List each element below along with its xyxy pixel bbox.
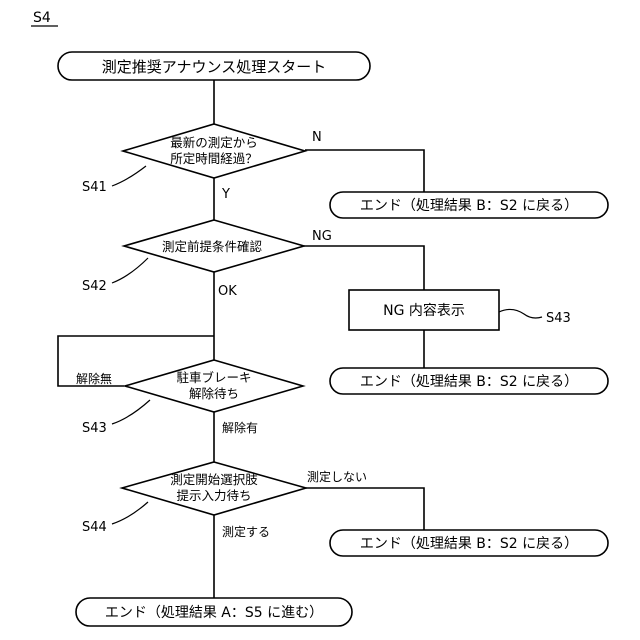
decision-measure-choice-line2: 提示入力待ち — [176, 488, 251, 503]
end-terminal-2-label: エンド（処理結果 B：S2 に戻る） — [360, 374, 578, 390]
leader-s43 — [112, 400, 150, 424]
edge-label-d2-ok: OK — [218, 284, 237, 299]
decision-elapsed-time-line2: 所定時間経過？ — [170, 151, 258, 166]
figure-label: S4 — [33, 10, 51, 26]
start-terminal-label: 測定推奨アナウンス処理スタート — [102, 58, 326, 76]
edge-label-d4-no: 測定しない — [307, 469, 367, 484]
step-label-s41: S41 — [82, 180, 107, 195]
end-terminal-final-label: エンド（処理結果 A：S5 に進む） — [105, 605, 323, 621]
leader-s41 — [112, 166, 146, 186]
edge-label-d3-yes: 解除有 — [222, 420, 258, 435]
edge-d2-ngbox — [304, 246, 424, 290]
leader-s44 — [112, 502, 148, 524]
step-label-s43-box: S43 — [546, 311, 571, 326]
edge-d1-end1 — [305, 150, 424, 192]
edge-label-d4-yes: 測定する — [222, 524, 270, 539]
ng-content-box-label: NG 内容表示 — [383, 302, 465, 319]
edge-label-d1-yes: Y — [221, 187, 230, 202]
decision-measure-choice-line1: 測定開始選択肢 — [170, 472, 258, 487]
edge-label-d1-no: N — [312, 130, 322, 145]
step-label-s44: S44 — [82, 520, 107, 535]
leader-s43-box — [499, 309, 542, 318]
decision-parking-brake-line2: 解除待ち — [189, 386, 239, 401]
decision-elapsed-time-line1: 最新の測定から — [170, 135, 258, 150]
end-terminal-3-label: エンド（処理結果 B：S2 に戻る） — [360, 536, 578, 552]
decision-preconditions-label: 測定前提条件確認 — [162, 239, 263, 254]
leader-s42 — [112, 258, 148, 283]
decision-parking-brake-line1: 駐車ブレーキ — [176, 370, 251, 385]
edge-d4-end3 — [306, 488, 424, 530]
edge-label-d2-ng: NG — [312, 229, 332, 244]
edge-label-d3-no: 解除無 — [76, 371, 112, 386]
step-label-s42: S42 — [82, 279, 107, 294]
step-label-s43: S43 — [82, 421, 107, 436]
end-terminal-1-label: エンド（処理結果 B：S2 に戻る） — [360, 198, 578, 214]
